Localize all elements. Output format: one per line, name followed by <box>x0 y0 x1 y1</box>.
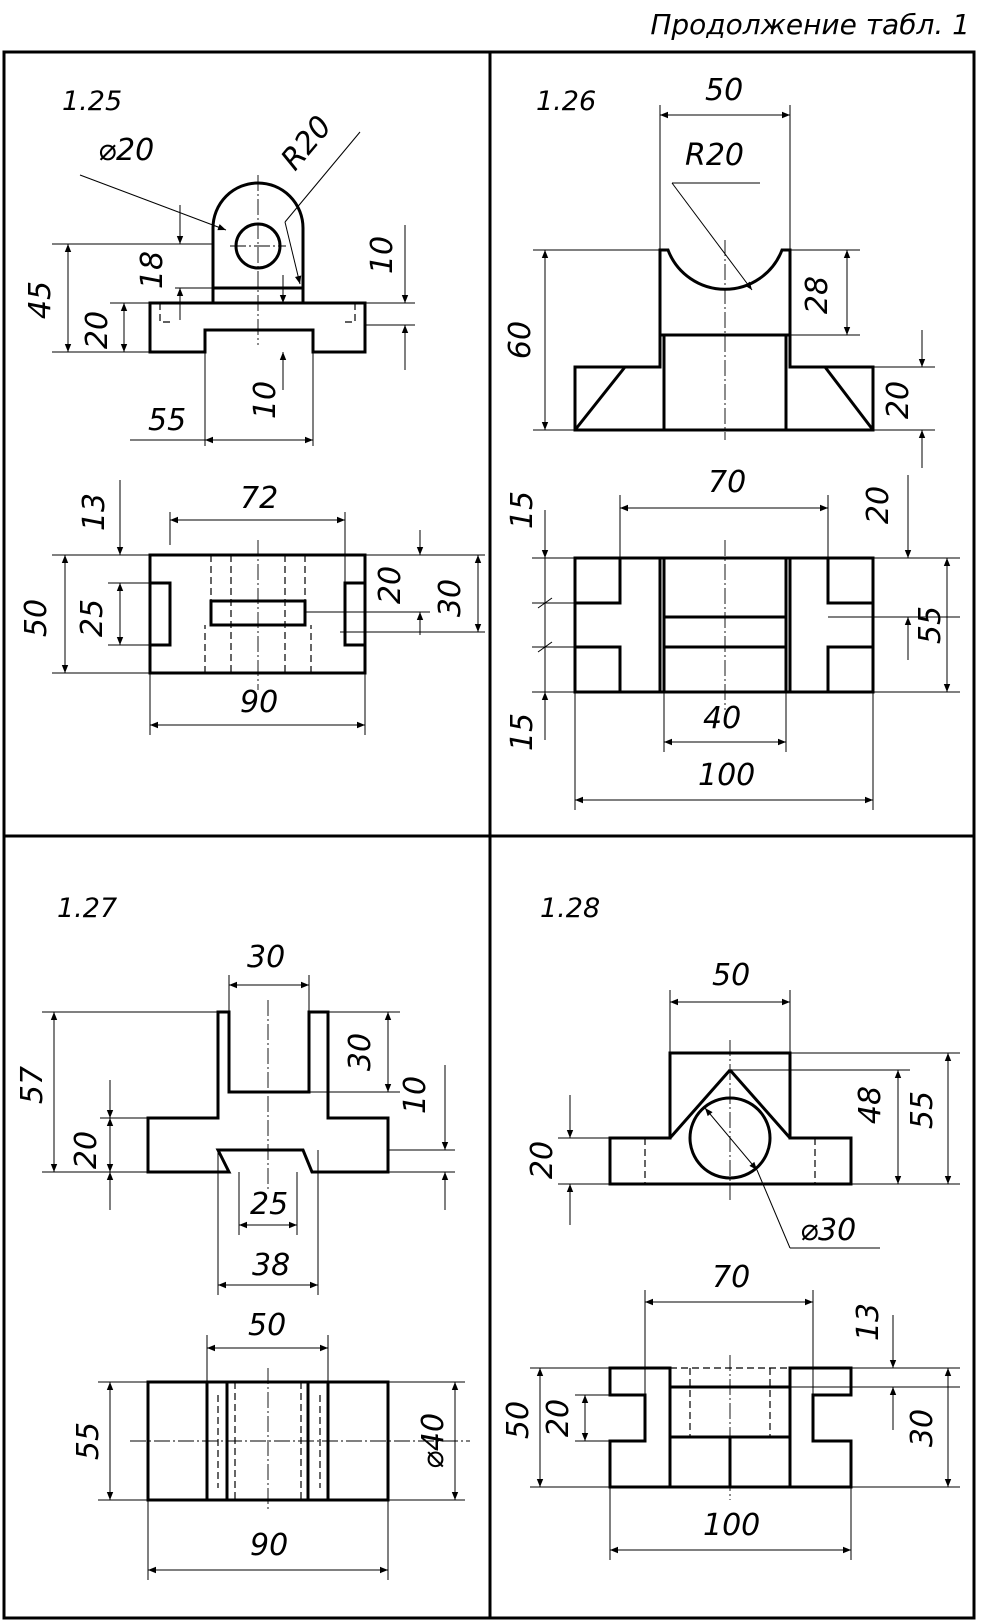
table-caption: Продолжение табл. 1 <box>650 8 970 41</box>
dim-40: 40 <box>703 701 741 736</box>
dim-50: 50 <box>19 599 54 637</box>
dim-10-bottom: 10 <box>248 381 283 419</box>
front-view <box>608 1040 853 1200</box>
dim-100: 100 <box>703 1508 760 1543</box>
dimensions-top <box>52 480 485 735</box>
dim-60: 60 <box>503 321 538 359</box>
dim-20: 20 <box>80 311 115 349</box>
dimensions-front <box>558 990 960 1249</box>
dim-72: 72 <box>240 481 278 516</box>
dimensions-front <box>52 131 415 446</box>
dim-28: 28 <box>800 276 835 314</box>
dim-70: 70 <box>712 1260 750 1295</box>
dimensions-front <box>533 105 935 468</box>
front-view <box>148 175 367 354</box>
dim-18: 18 <box>135 251 170 289</box>
dim-diameter-40: ⌀40 <box>416 1413 451 1469</box>
dim-90: 90 <box>240 685 278 720</box>
dim-30: 30 <box>433 579 468 617</box>
dim-13: 13 <box>77 493 112 531</box>
dim-13: 13 <box>851 1303 886 1341</box>
dim-38: 38 <box>252 1248 290 1283</box>
top-view <box>573 540 875 710</box>
dim-20-right: 20 <box>373 566 408 604</box>
top-view <box>608 1355 853 1500</box>
dim-55: 55 <box>71 1422 106 1460</box>
dim-57: 57 <box>15 1066 50 1104</box>
dim-45: 45 <box>23 281 58 319</box>
dimensions-top <box>98 1335 465 1580</box>
dim-20: 20 <box>69 1131 104 1169</box>
sheet-frame <box>2 50 976 1620</box>
dim-25: 25 <box>250 1187 288 1222</box>
dim-25: 25 <box>75 599 110 637</box>
panel-1-26: 1.26 <box>503 73 960 810</box>
dim-15-top: 15 <box>505 491 540 529</box>
top-view <box>130 1368 470 1512</box>
dim-diameter-20: ⌀20 <box>98 133 154 168</box>
panel-label: 1.26 <box>536 86 596 117</box>
dim-50: 50 <box>705 73 743 108</box>
dim-55: 55 <box>905 1091 940 1129</box>
dim-radius-20: R20 <box>685 138 744 173</box>
panel-label: 1.27 <box>57 893 117 924</box>
dim-radius-20: R20 <box>274 109 339 177</box>
dimensions-top <box>532 475 960 810</box>
dim-55: 55 <box>148 403 186 438</box>
front-view <box>146 1000 390 1190</box>
dim-50-side: 50 <box>501 1401 536 1439</box>
front-view <box>573 240 875 440</box>
dim-15-bottom: 15 <box>505 713 540 751</box>
dim-50: 50 <box>712 958 750 993</box>
dim-30-top: 30 <box>247 940 285 975</box>
dim-100: 100 <box>698 758 755 793</box>
dim-30: 30 <box>905 1409 940 1447</box>
dim-48: 48 <box>853 1086 888 1124</box>
dim-20-top: 20 <box>861 486 896 524</box>
dim-70: 70 <box>708 465 746 500</box>
panel-1-28: 1.28 <box>501 893 960 1560</box>
dim-10: 10 <box>398 1076 433 1114</box>
dim-20-front: 20 <box>881 381 916 419</box>
dim-55: 55 <box>913 606 948 644</box>
dim-10-right: 10 <box>365 236 400 274</box>
panel-label: 1.28 <box>540 893 600 924</box>
dim-50: 50 <box>248 1308 286 1343</box>
panel-1-25: 1.25 <box>19 86 485 735</box>
dim-20: 20 <box>525 1141 560 1179</box>
top-view <box>148 540 367 690</box>
panel-label: 1.25 <box>62 86 122 117</box>
dim-30-right: 30 <box>343 1033 378 1071</box>
panel-1-27: 1.27 <box>15 893 470 1580</box>
dim-20-top: 20 <box>541 1399 576 1437</box>
dim-90: 90 <box>250 1528 288 1563</box>
dimensions-top <box>530 1290 960 1560</box>
dim-diameter-30: ⌀30 <box>800 1213 856 1248</box>
dimensions-front <box>42 975 455 1295</box>
